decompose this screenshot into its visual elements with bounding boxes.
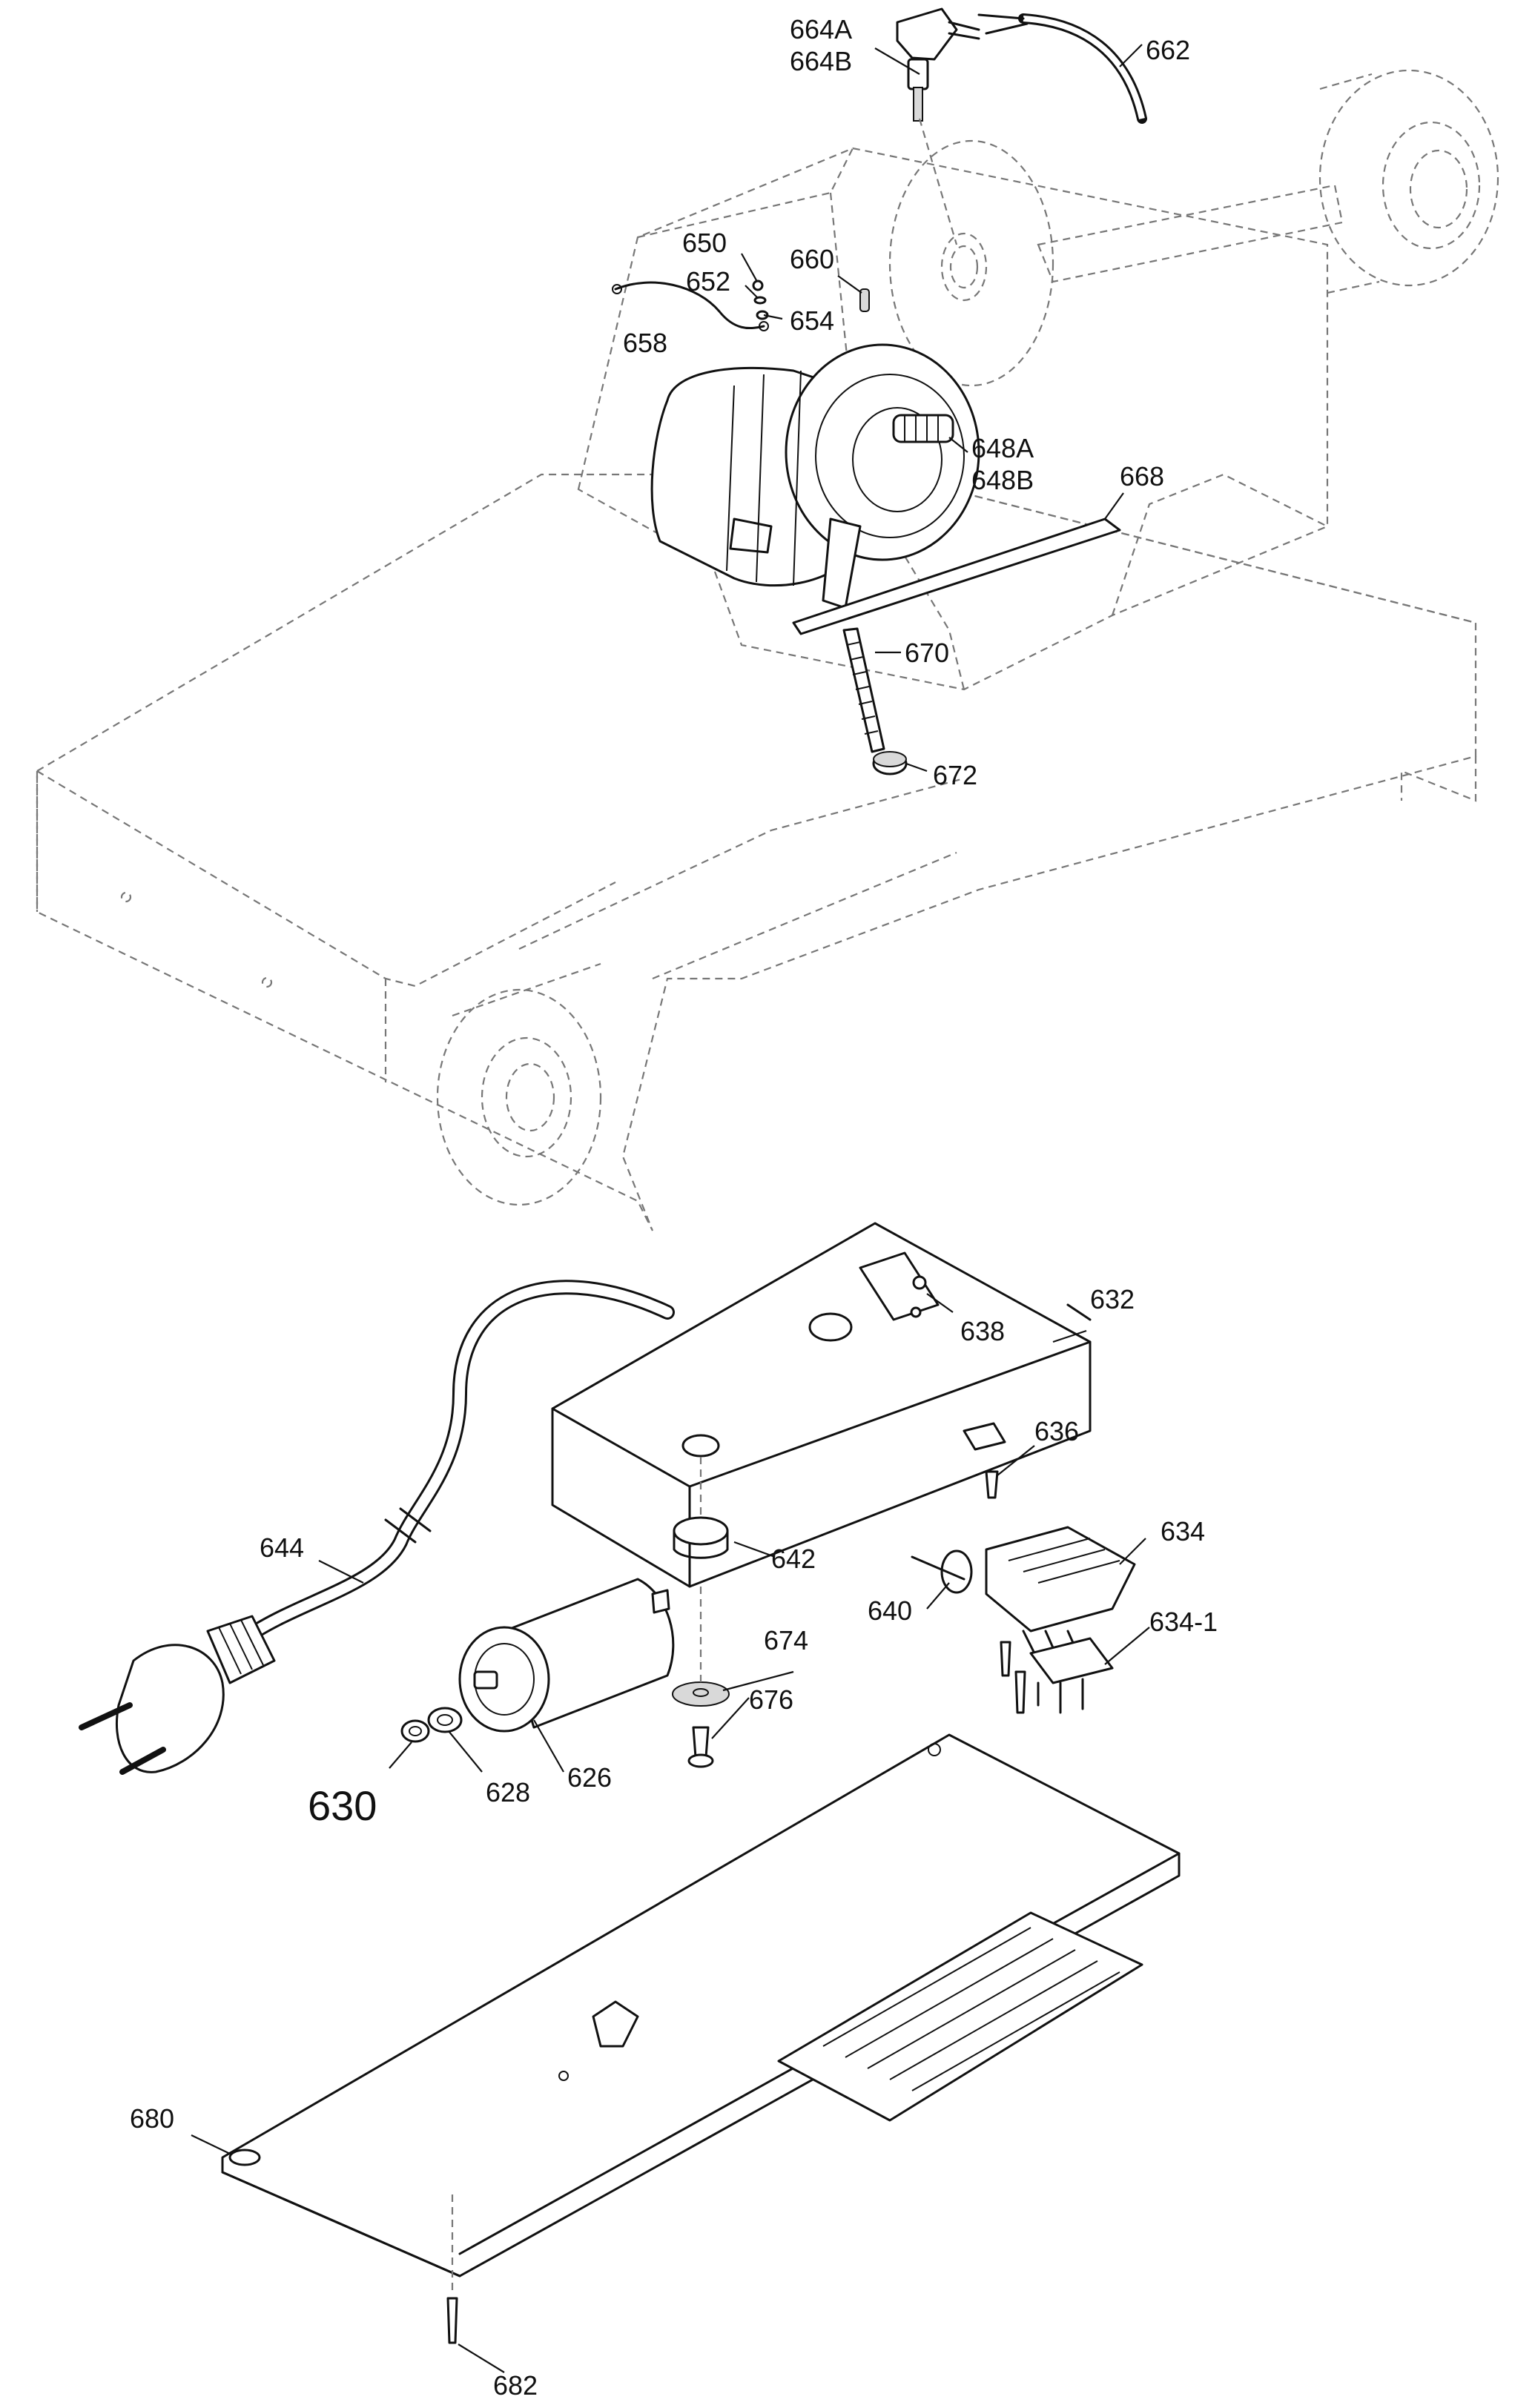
grommet-642 xyxy=(673,1516,729,1559)
bottom-plate-680 xyxy=(221,1733,1181,2278)
callout-660: 660 xyxy=(790,244,834,274)
callout-labels: 664A 664B 662 650 652 654 658 660 648A 6… xyxy=(130,14,1218,2401)
callout-634: 634 xyxy=(1161,1516,1205,1547)
callout-642: 642 xyxy=(771,1544,816,1574)
bolt-670 xyxy=(842,627,885,753)
callout-658: 658 xyxy=(623,328,667,358)
callout-654: 654 xyxy=(790,305,834,336)
callout-672: 672 xyxy=(933,760,977,790)
callout-664A: 664A xyxy=(790,14,852,44)
screw-682 xyxy=(446,2297,458,2344)
control-box-632 xyxy=(551,1222,1092,1588)
callout-650: 650 xyxy=(682,228,727,258)
power-cord-644 xyxy=(79,1280,675,1775)
callout-626: 626 xyxy=(567,1762,612,1793)
callout-638: 638 xyxy=(960,1316,1005,1346)
callout-662: 662 xyxy=(1146,35,1190,65)
callout-680: 680 xyxy=(130,2103,174,2134)
callout-674: 674 xyxy=(764,1625,808,1656)
callout-632: 632 xyxy=(1090,1284,1135,1314)
washer-674 xyxy=(672,1681,730,1707)
rod-668 xyxy=(792,517,1121,635)
callout-630: 630 xyxy=(308,1782,377,1829)
washer-628 xyxy=(427,1707,463,1733)
screw-676 xyxy=(687,1726,714,1768)
micro-switch-664 xyxy=(896,7,980,122)
callout-664B: 664B xyxy=(790,46,852,76)
callout-640: 640 xyxy=(868,1595,912,1626)
callout-648B: 648B xyxy=(971,465,1034,495)
screw-638 xyxy=(910,1275,927,1318)
motor-648 xyxy=(650,343,980,609)
leader-lines xyxy=(191,44,1150,2373)
callout-652: 652 xyxy=(686,266,730,297)
callout-682: 682 xyxy=(493,2370,538,2401)
callout-668: 668 xyxy=(1120,461,1164,492)
callout-636: 636 xyxy=(1034,1416,1079,1446)
callout-628: 628 xyxy=(486,1777,530,1807)
screw-636 xyxy=(985,1470,999,1499)
callout-670: 670 xyxy=(905,638,949,668)
ground-wire-658 xyxy=(612,281,769,331)
screw-650 xyxy=(752,280,764,291)
callout-676: 676 xyxy=(749,1684,793,1715)
callout-648A: 648A xyxy=(971,433,1034,463)
callout-644: 644 xyxy=(260,1532,304,1563)
capacitor-626 xyxy=(458,1578,675,1733)
wire-662 xyxy=(977,13,1147,124)
washer-652 xyxy=(753,296,767,305)
terminal-634-1 xyxy=(1000,1637,1114,1714)
pin-660 xyxy=(859,288,870,312)
nut-672 xyxy=(872,751,908,775)
callout-634-1: 634-1 xyxy=(1149,1607,1218,1637)
grommet-640 xyxy=(911,1549,973,1594)
ghost-machine-housing xyxy=(36,69,1499,1231)
nut-630 xyxy=(400,1719,430,1743)
